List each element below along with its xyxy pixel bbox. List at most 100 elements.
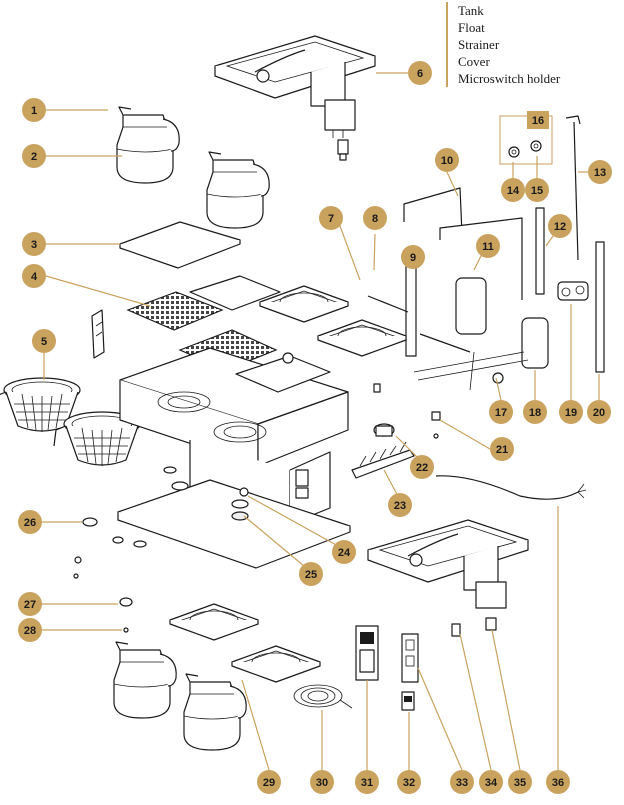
callout-label: 35 — [514, 777, 526, 789]
callout-20: 20 — [587, 400, 611, 424]
microswitch-icon — [337, 139, 349, 161]
callout-label: 32 — [403, 777, 415, 789]
callout-label: 26 — [24, 517, 36, 529]
spray-pipe-icon — [403, 115, 605, 373]
cover-icon — [119, 221, 241, 269]
callout-1: 1 — [22, 98, 46, 122]
callout-23: 23 — [388, 493, 412, 517]
cable-icon — [435, 475, 587, 500]
carafe-icon — [206, 151, 270, 229]
terminal-icon — [373, 383, 441, 439]
callout-label: 31 — [361, 777, 373, 789]
callout-11: 11 — [476, 234, 500, 258]
callout-label: 25 — [305, 569, 317, 581]
legend-item: Float — [458, 20, 485, 35]
callout-label: 1 — [31, 105, 37, 117]
callout-27: 27 — [18, 592, 42, 616]
callout-10: 10 — [435, 148, 459, 172]
callout-9: 9 — [401, 245, 425, 269]
callout-36: 36 — [546, 770, 570, 794]
tank-icon — [214, 35, 376, 138]
callout-25: 25 — [299, 562, 323, 586]
callout-label: 4 — [31, 271, 38, 283]
callout-label: 5 — [41, 336, 47, 348]
callout-7: 7 — [319, 206, 343, 230]
panel-switch-icon — [355, 625, 419, 711]
callout-34: 34 — [479, 770, 503, 794]
callout-label: 7 — [328, 213, 334, 225]
callout-label: 12 — [554, 221, 566, 233]
callout-label: 24 — [338, 547, 351, 559]
machine-body-icon — [117, 347, 351, 569]
tank-icon — [367, 519, 529, 609]
carafe-icon — [183, 673, 247, 751]
callout-26: 26 — [18, 510, 42, 534]
callout-label: 36 — [552, 777, 564, 789]
callout-label: 8 — [372, 213, 378, 225]
callout-label: 28 — [24, 625, 36, 637]
hotplate-icon — [317, 319, 407, 357]
callout-label: 30 — [316, 777, 328, 789]
callout-label: 17 — [495, 407, 507, 419]
legend: Tank Float Strainer Cover Microswitch ho… — [446, 2, 624, 87]
callout-label: 21 — [496, 444, 508, 456]
callout-6: 6 — [408, 61, 432, 85]
connector-block-icon — [351, 441, 415, 479]
callout-28: 28 — [18, 618, 42, 642]
carafe-icon — [116, 106, 180, 184]
callout-label: 20 — [593, 407, 605, 419]
callout-16: 16 — [527, 111, 549, 129]
callout-33: 33 — [450, 770, 474, 794]
callout-label: 33 — [456, 777, 468, 789]
callout-21: 21 — [490, 437, 514, 461]
legend-item: Tank — [458, 3, 484, 18]
callout-14: 14 — [501, 178, 525, 202]
callout-12: 12 — [548, 214, 572, 238]
drip-grid-icon — [126, 275, 281, 371]
leader-lines — [42, 72, 600, 771]
callout-label: 16 — [532, 115, 544, 127]
callout-3: 3 — [22, 232, 46, 256]
callout-13: 13 — [588, 160, 612, 184]
callout-label: 29 — [263, 777, 275, 789]
callout-18: 18 — [523, 400, 547, 424]
legend-item: Microswitch holder — [458, 71, 561, 86]
legend-item: Strainer — [458, 37, 500, 52]
callout-8: 8 — [363, 206, 387, 230]
callout-label: 11 — [482, 241, 494, 253]
callout-label: 14 — [507, 185, 520, 197]
hotplate-icon — [169, 603, 259, 641]
microswitch-icon — [451, 617, 497, 637]
callout-label: 6 — [417, 68, 423, 80]
legend-item: Cover — [458, 54, 490, 69]
callout-label: 2 — [31, 151, 37, 163]
callout-label: 34 — [485, 777, 498, 789]
callout-30: 30 — [310, 770, 334, 794]
callout-label: 3 — [31, 239, 37, 251]
switch-icon — [373, 423, 395, 437]
callout-label: 18 — [529, 407, 541, 419]
callout-19: 19 — [559, 400, 583, 424]
spiral-element-icon — [293, 684, 353, 709]
carafe-icon — [113, 641, 177, 719]
callout-label: 22 — [416, 462, 428, 474]
heating-tube-icon — [367, 277, 549, 391]
callout-5: 5 — [32, 329, 56, 353]
callout-label: 19 — [565, 407, 577, 419]
callout-label: 13 — [594, 167, 606, 179]
callout-label: 10 — [441, 155, 453, 167]
callout-2: 2 — [22, 144, 46, 168]
hinge-icon — [91, 309, 105, 359]
screw-icon — [73, 517, 147, 633]
seal-icon — [499, 115, 553, 165]
callout-32: 32 — [397, 770, 421, 794]
callout-17: 17 — [489, 400, 513, 424]
callout-24: 24 — [332, 540, 356, 564]
callout-label: 15 — [531, 185, 543, 197]
callout-29: 29 — [257, 770, 281, 794]
callout-label: 9 — [410, 252, 416, 264]
hotplate-icon — [231, 645, 321, 683]
